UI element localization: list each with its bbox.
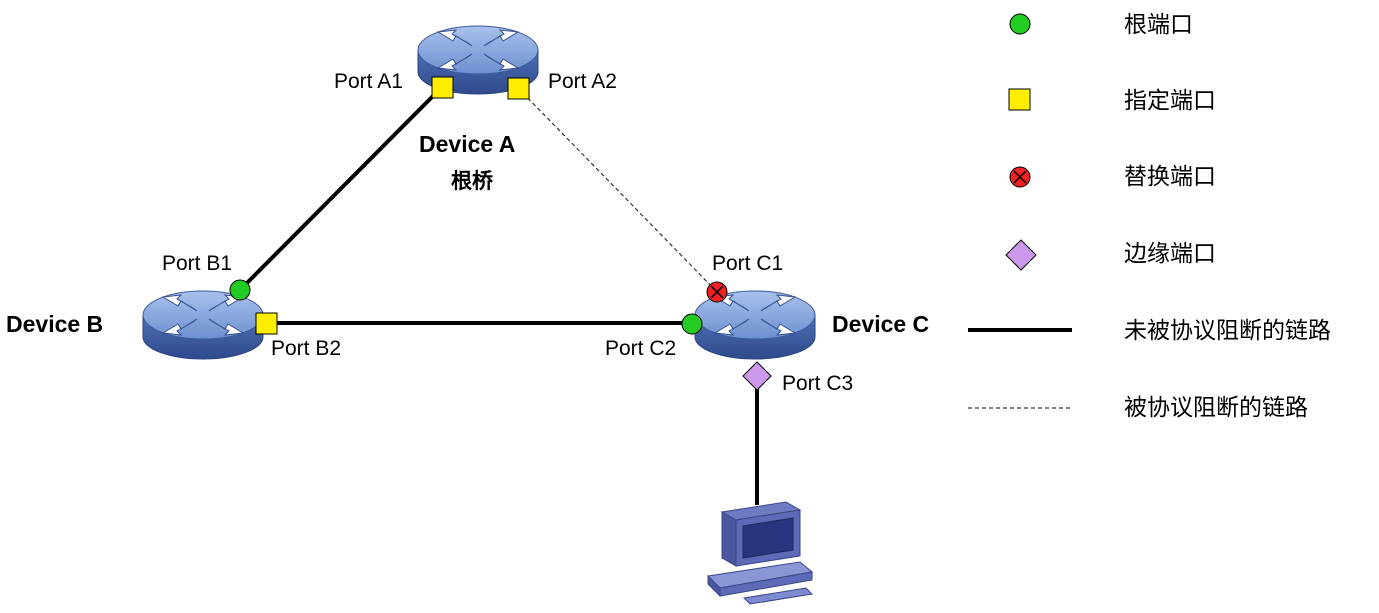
legend-edge-port-icon [1005, 239, 1037, 271]
port-c3-label: Port C3 [782, 372, 853, 395]
legend: 根端口 指定端口 替换端口 边缘端口 未被协议阻断的链路 被协议阻断的链路 [968, 12, 1331, 421]
legend-alternate-port-icon [1009, 166, 1031, 188]
port-c1-label: Port C1 [712, 252, 783, 275]
port-b2-designated-marker [255, 312, 278, 335]
port-b1-root-marker [229, 279, 251, 301]
device-b-name: Device B [6, 311, 103, 337]
port-c3-edge-marker [742, 361, 772, 391]
link-a1-b1 [238, 85, 444, 292]
legend-alternate-port-label: 替换端口 [1124, 164, 1216, 190]
port-a2-designated-marker [507, 77, 530, 100]
device-b-switch-icon [142, 290, 264, 360]
legend-designated-port-icon [1008, 88, 1031, 111]
device-a-role: 根桥 [451, 169, 494, 193]
port-c2-root-marker [681, 313, 703, 335]
pc-icon [706, 501, 814, 605]
link-a2-c1-blocked [517, 87, 718, 293]
port-b2-label: Port B2 [271, 337, 341, 360]
port-a1-designated-marker [431, 76, 454, 99]
port-b1-label: Port B1 [162, 252, 232, 275]
legend-blocked-link-label: 被协议阻断的链路 [1124, 395, 1308, 421]
legend-designated-port-label: 指定端口 [1124, 88, 1216, 114]
port-c2-label: Port C2 [605, 337, 676, 360]
legend-root-port-label: 根端口 [1124, 12, 1193, 38]
port-a2-label: Port A2 [548, 70, 617, 93]
legend-root-port-icon [1009, 13, 1031, 35]
legend-edge-port-label: 边缘端口 [1124, 241, 1216, 267]
legend-unblocked-link-label: 未被协议阻断的链路 [1124, 318, 1331, 344]
port-c1-alternate-marker [706, 281, 728, 303]
port-a1-label: Port A1 [334, 70, 403, 93]
device-c-name: Device C [832, 311, 929, 337]
device-a-name: Device A [419, 131, 515, 157]
